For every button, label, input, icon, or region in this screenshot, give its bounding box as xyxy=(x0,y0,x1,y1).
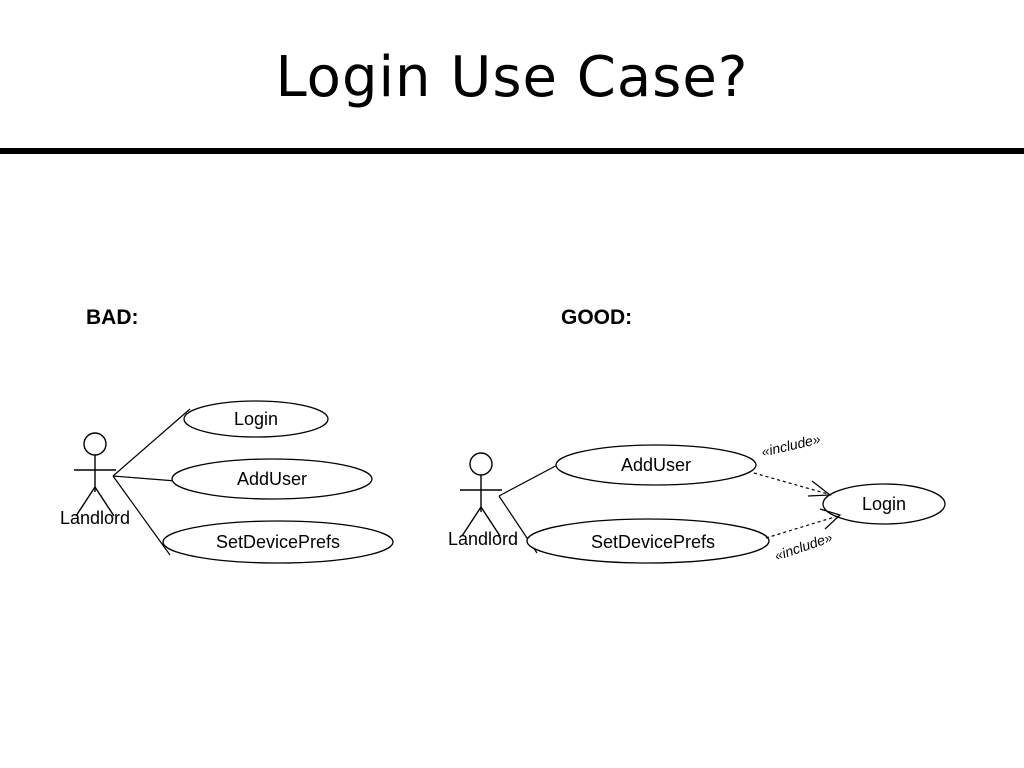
actor-leg-left-icon xyxy=(75,486,96,517)
actor-head-icon xyxy=(469,452,493,476)
include-dashed-line xyxy=(753,472,829,495)
include-arrowhead-icon xyxy=(807,480,832,497)
bad-diagram: Landlord Login AddUser SetDevicePrefs xyxy=(60,400,394,564)
actor-leg-right-icon xyxy=(94,486,115,517)
usecase-label: SetDevicePrefs xyxy=(591,532,715,552)
actor-label: Landlord xyxy=(448,529,518,549)
usecase-label: Login xyxy=(862,494,906,514)
good-diagram: Landlord AddUser SetDevicePrefs Login xyxy=(448,431,946,564)
include-stereotype-label: «include» xyxy=(760,431,822,460)
usecase-ellipse xyxy=(171,458,373,500)
usecase-setdeviceprefs-bad: SetDevicePrefs xyxy=(162,520,394,564)
actor-landlord-good: Landlord xyxy=(448,452,518,549)
usecase-login-good: Login xyxy=(822,483,946,525)
association-landlord-adduser xyxy=(112,475,177,482)
actor-head-icon xyxy=(83,432,107,456)
section-label-bad: BAD: xyxy=(86,306,139,329)
usecase-setdeviceprefs-good: SetDevicePrefs xyxy=(526,518,770,564)
usecase-ellipse xyxy=(822,483,946,525)
usecase-adduser-good: AddUser xyxy=(555,444,757,486)
usecase-ellipse xyxy=(555,444,757,486)
usecase-ellipse xyxy=(526,518,770,564)
usecase-label: AddUser xyxy=(621,455,691,475)
usecase-label: AddUser xyxy=(237,469,307,489)
association-landlord-adduser xyxy=(498,461,564,497)
actor-landlord-bad: Landlord xyxy=(60,432,130,528)
usecase-label: SetDevicePrefs xyxy=(216,532,340,552)
title-divider xyxy=(0,148,1024,154)
actor-leg-left-icon xyxy=(461,506,482,537)
include-arrowhead-icon xyxy=(819,508,842,530)
usecase-label: Login xyxy=(234,409,278,429)
usecase-ellipse xyxy=(162,520,394,564)
association-landlord-setdeviceprefs xyxy=(112,475,171,556)
section-label-good: GOOD: xyxy=(561,306,633,329)
actor-label: Landlord xyxy=(60,508,130,528)
usecase-adduser-bad: AddUser xyxy=(171,458,373,500)
include-adduser-to-login: «include» xyxy=(753,431,832,497)
association-landlord-login xyxy=(112,408,191,477)
usecase-login-bad: Login xyxy=(183,400,329,438)
include-stereotype-label: «include» xyxy=(772,529,834,564)
actor-leg-right-icon xyxy=(480,506,501,537)
include-setdeviceprefs-to-login: «include» xyxy=(765,508,842,564)
include-dashed-line xyxy=(765,515,839,539)
usecase-ellipse xyxy=(183,400,329,438)
page-title: Login Use Case? xyxy=(275,45,749,110)
